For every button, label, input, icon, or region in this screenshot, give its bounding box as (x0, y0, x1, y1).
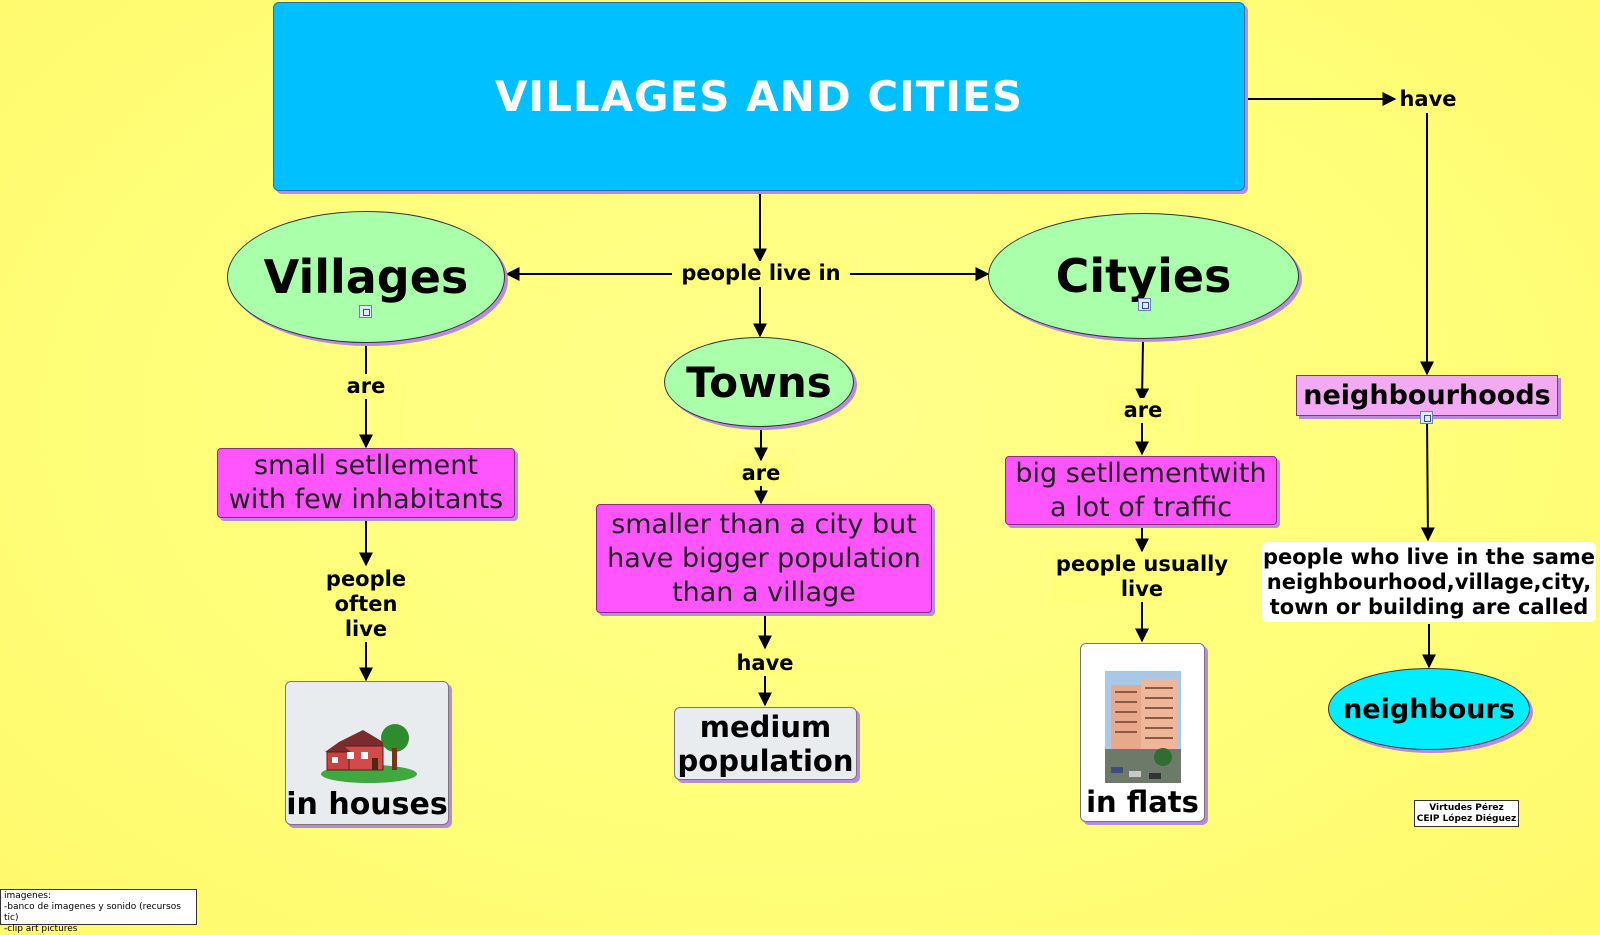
cityies-label: Cityies (1055, 249, 1232, 303)
village-desc-line-2: with few inhabitants (228, 484, 504, 515)
town-desc-line-3: than a village (672, 576, 856, 608)
neighbours-node: neighbours (1328, 668, 1530, 750)
neighbourhoods-node: neighbourhoods (1296, 375, 1558, 416)
edge-cityies-are (1135, 340, 1150, 403)
towns-label: Towns (686, 357, 832, 407)
link-label-are-town: are (732, 461, 790, 486)
link-label-people-usually-live: people usually live (1052, 552, 1232, 602)
town-desc-line-1: smaller than a city but (611, 508, 917, 540)
link-label-are-village: are (336, 374, 396, 399)
people-often-line-2: often (334, 592, 398, 616)
house-clipart (321, 724, 417, 783)
neighbourhoods-label: neighbourhoods (1303, 380, 1551, 411)
flats-label: in flats (1086, 785, 1199, 819)
resource-icon[interactable] (359, 305, 372, 318)
link-label-have-town: have (732, 651, 798, 676)
people-often-line-3: live (344, 617, 388, 641)
author-line-1: Virtudes Pérez (1429, 803, 1504, 813)
author-credit: Virtudes Pérez CEIP López Diéguez (1414, 800, 1519, 827)
link-label-people-live-in: people live in (672, 261, 850, 286)
city-desc-line-1: big setllementwith (1015, 457, 1267, 489)
villages-label: Villages (263, 250, 469, 304)
city-description: big setllementwith a lot of traffic (1005, 456, 1277, 525)
resource-icon[interactable] (1138, 298, 1151, 311)
people-usually-line-1: people usually (1055, 552, 1229, 576)
neighbours-definition: people who live in the same neighbourhoo… (1262, 542, 1596, 622)
neighbours-def-line-1: people who live in the same (1262, 544, 1595, 569)
images-line-1: imagenes: (4, 891, 51, 901)
link-label-people-often-live: people often live (316, 567, 416, 642)
people-usually-line-2: live (1120, 577, 1164, 601)
link-label-have-top: have (1399, 87, 1457, 111)
city-desc-line-2: a lot of traffic (1049, 491, 1233, 523)
towns-node: Towns (664, 337, 854, 427)
resource-icon[interactable] (1420, 411, 1433, 424)
page-title: VILLAGES AND CITIES (494, 72, 1023, 121)
town-desc-line-2: have bigger population (607, 542, 921, 574)
houses-label: in houses (286, 787, 448, 822)
village-description: small setllement with few inhabitants (217, 448, 515, 518)
image-sources-credit: imagenes: -banco de imagenes y sonido (r… (0, 889, 197, 934)
neighbours-def-line-3: town or building are called (1269, 594, 1589, 619)
people-often-line-1: people (325, 567, 407, 591)
flats-node: in flats (1080, 643, 1205, 822)
town-description: smaller than a city but have bigger popu… (596, 504, 932, 613)
neighbours-def-line-2: neighbourhood,village,city, (1266, 569, 1592, 594)
images-line-3: -clip art pictures (4, 924, 78, 934)
edge-neighbourhoods-def (1420, 417, 1435, 542)
neighbours-label: neighbours (1343, 693, 1515, 725)
medium-line-2: population (677, 743, 854, 778)
link-label-are-city: are (1114, 398, 1172, 423)
images-line-2: -banco de imagenes y sonido (recursos ti… (4, 902, 181, 923)
cityies-node: Cityies (988, 213, 1299, 339)
houses-node: in houses (285, 681, 449, 825)
village-desc-line-1: small setllement (254, 450, 478, 481)
author-line-2: CEIP López Diéguez (1416, 814, 1517, 824)
villages-node: Villages (227, 211, 505, 343)
medium-population-node: medium population (674, 707, 857, 780)
apartment-photo (1104, 671, 1181, 783)
medium-line-1: medium (699, 709, 832, 744)
title-box: VILLAGES AND CITIES (273, 2, 1245, 191)
